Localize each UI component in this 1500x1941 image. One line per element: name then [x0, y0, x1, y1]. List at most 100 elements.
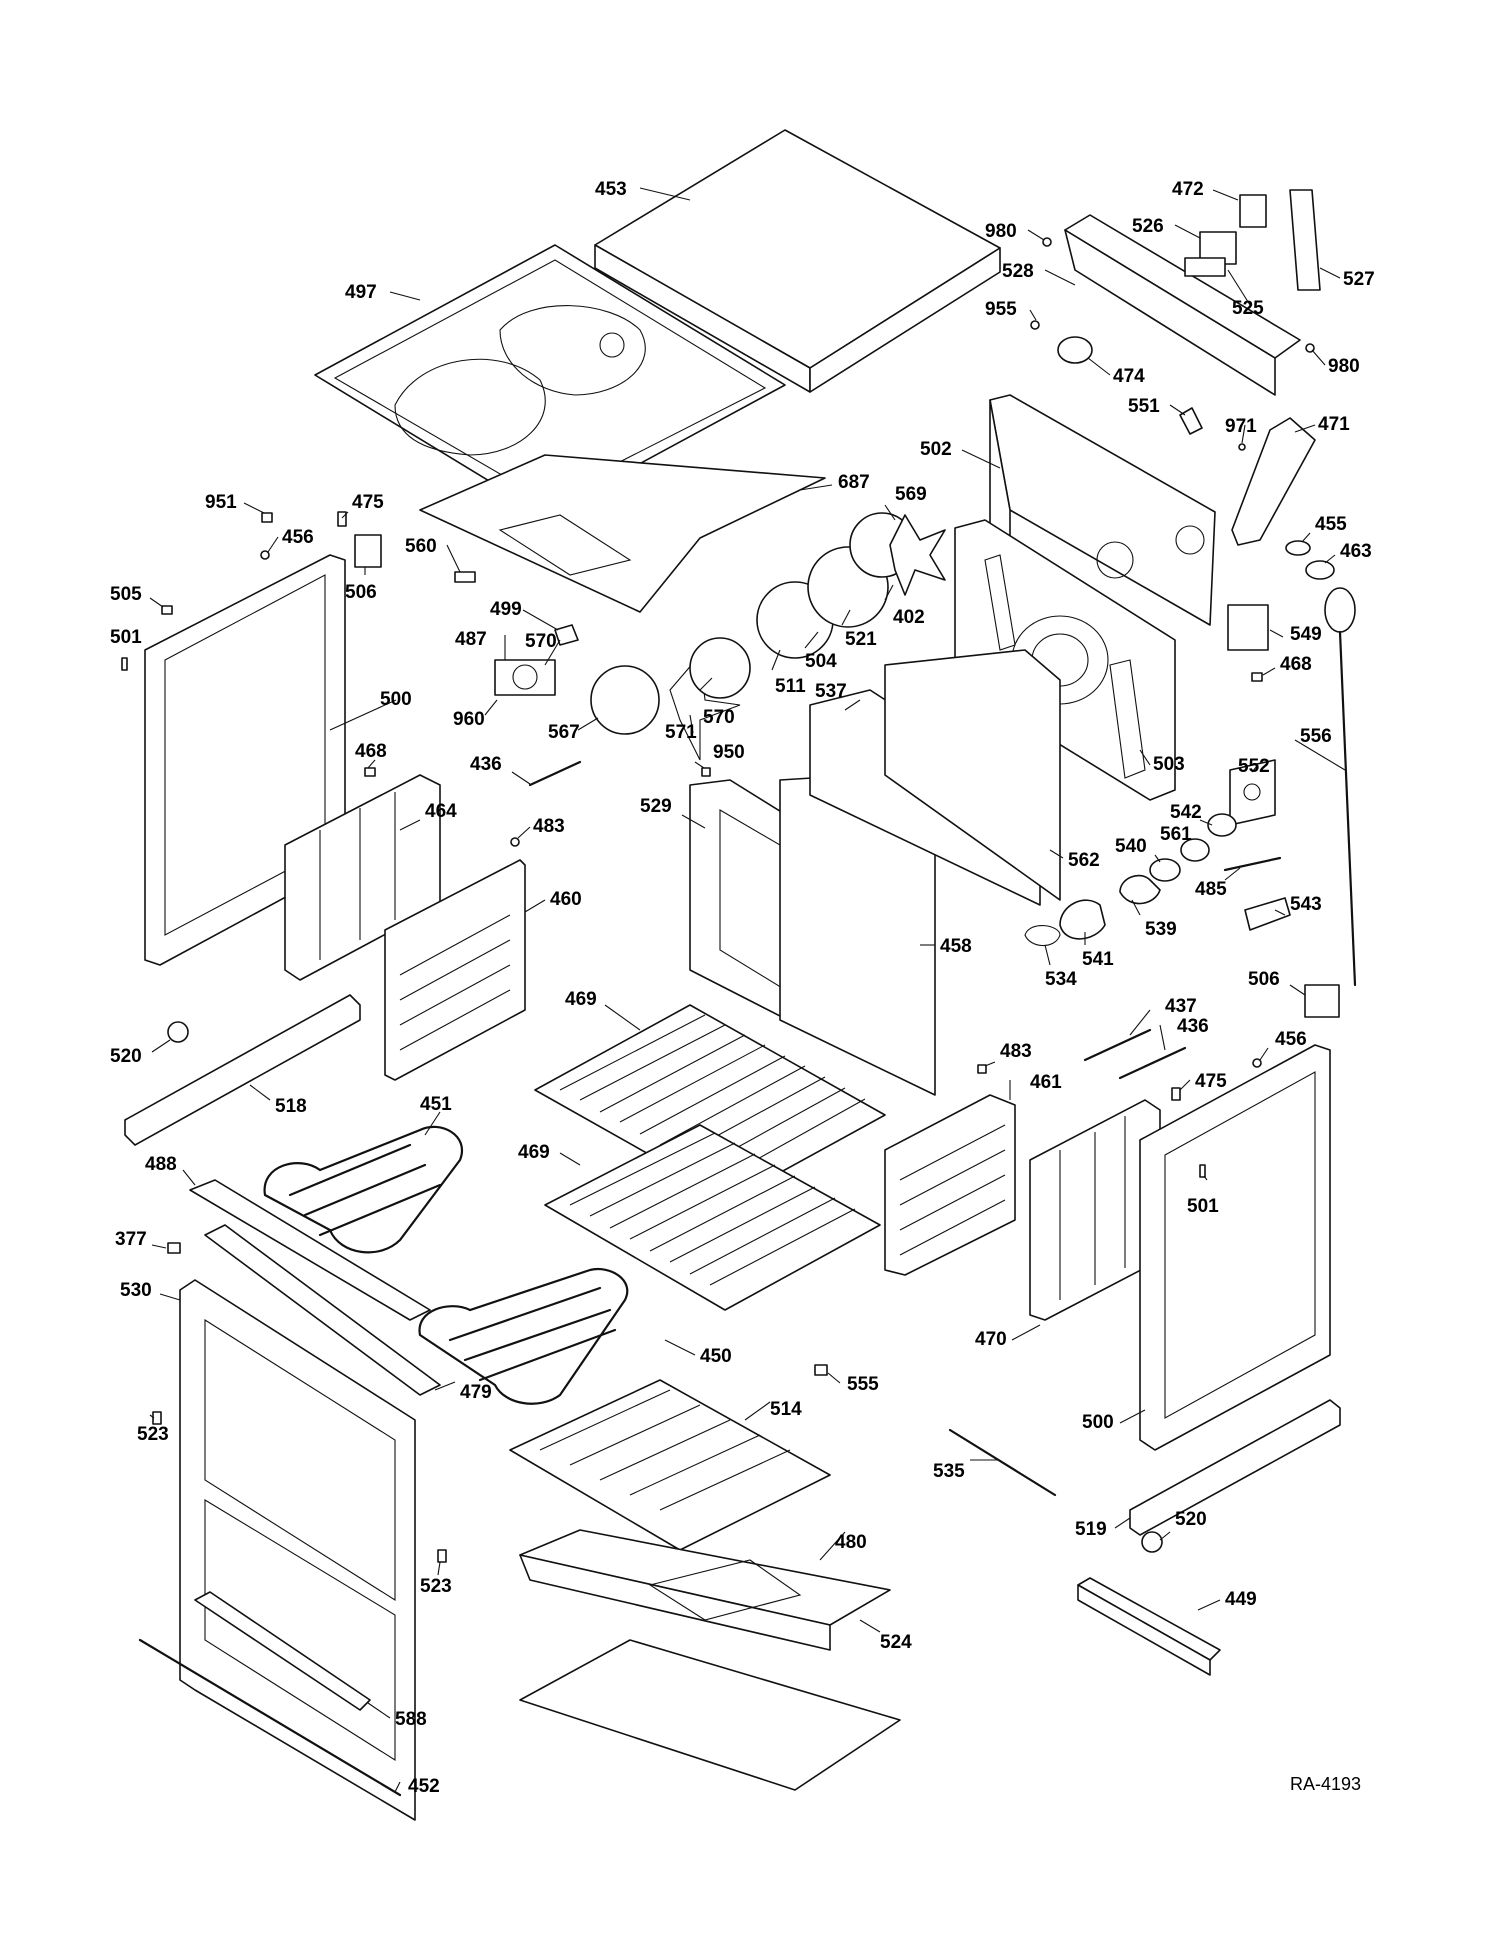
callout-955: 955 — [985, 299, 1017, 320]
leveler-520-left — [167, 1021, 189, 1043]
callout-535: 535 — [933, 1461, 965, 1482]
callout-570-a: 570 — [525, 631, 557, 652]
callout-437: 437 — [1165, 996, 1197, 1017]
callout-687: 687 — [838, 472, 870, 493]
diagram-code: RA-4193 — [1290, 1774, 1361, 1794]
clip-523-left — [152, 1411, 162, 1425]
callout-521: 521 — [845, 629, 877, 650]
callout-506-right: 506 — [1248, 969, 1280, 990]
bottom-panel-524 — [519, 1639, 901, 1791]
callout-402: 402 — [893, 607, 925, 628]
cooktop-frame — [314, 244, 786, 516]
relay-549 — [1227, 604, 1269, 651]
callout-483-left: 483 — [533, 816, 565, 837]
rail-488 — [189, 1179, 431, 1321]
clip-555 — [814, 1364, 828, 1376]
callout-488: 488 — [145, 1154, 177, 1175]
lamp-cover-541 — [1059, 899, 1106, 940]
callout-567: 567 — [548, 722, 580, 743]
top-cover — [594, 129, 1001, 393]
callout-562: 562 — [1068, 850, 1100, 871]
callout-980-a: 980 — [985, 221, 1017, 242]
callout-971: 971 — [1225, 416, 1257, 437]
screw-955 — [1030, 320, 1040, 330]
callout-470: 470 — [975, 1329, 1007, 1350]
callout-449: 449 — [1225, 1589, 1257, 1610]
socket-542 — [1207, 813, 1237, 837]
callout-556: 556 — [1300, 726, 1332, 747]
callout-469-lower: 469 — [518, 1142, 550, 1163]
toe-kick-449 — [1077, 1577, 1221, 1676]
callout-453: 453 — [595, 179, 627, 200]
callout-460: 460 — [550, 889, 582, 910]
callout-451: 451 — [420, 1094, 452, 1115]
callout-569: 569 — [895, 484, 927, 505]
convection-fan-assembly — [590, 512, 946, 761]
bulb-539 — [1119, 874, 1161, 905]
callout-475-left: 475 — [352, 492, 384, 513]
callout-561: 561 — [1160, 824, 1192, 845]
broil-pan-514 — [509, 1379, 831, 1551]
block-506-right — [1304, 984, 1340, 1018]
callouts: 453 497 980 472 526 528 525 527 955 474 … — [110, 179, 1375, 1797]
grommet-474 — [1057, 336, 1093, 364]
bake-element-450 — [418, 1267, 629, 1405]
block-506-left — [354, 534, 382, 568]
callout-534: 534 — [1045, 969, 1077, 990]
rear-control-bracket — [1064, 214, 1301, 396]
callout-540: 540 — [1115, 836, 1147, 857]
rod-436-upper — [528, 760, 582, 787]
callout-468-right: 468 — [1280, 654, 1312, 675]
switch-525 — [1184, 257, 1226, 277]
broil-element-451 — [263, 1125, 463, 1254]
callout-469-upper: 469 — [565, 989, 597, 1010]
callout-500-left: 500 — [380, 689, 412, 710]
callout-505: 505 — [110, 584, 142, 605]
left-door-hinge-518 — [124, 994, 361, 1146]
trim-452 — [138, 1638, 402, 1797]
callout-960: 960 — [453, 709, 485, 730]
screw-456-left — [260, 550, 270, 560]
screw-980-a — [1042, 237, 1052, 247]
callout-475-right: 475 — [1195, 1071, 1227, 1092]
part-463 — [1305, 560, 1335, 580]
duct-471 — [1231, 417, 1316, 546]
clip-501-right — [1199, 1164, 1206, 1178]
part-551 — [1179, 407, 1203, 435]
callout-951: 951 — [205, 492, 237, 513]
clip-501-left — [121, 657, 128, 671]
fan-motor-487 — [494, 659, 556, 696]
callout-571: 571 — [665, 722, 697, 743]
callout-520-left: 520 — [110, 1046, 142, 1067]
callout-518: 518 — [275, 1096, 307, 1117]
rod-485 — [1223, 856, 1282, 872]
bracket-543 — [1244, 897, 1291, 931]
callout-543: 543 — [1290, 894, 1322, 915]
callout-474: 474 — [1113, 366, 1145, 387]
clip-475-left — [337, 511, 347, 527]
callout-456-left: 456 — [282, 527, 314, 548]
callout-527: 527 — [1343, 269, 1375, 290]
clip-475-right — [1171, 1087, 1181, 1101]
part-455 — [1285, 540, 1311, 556]
callout-471: 471 — [1318, 414, 1350, 435]
callout-458: 458 — [940, 936, 972, 957]
callout-455: 455 — [1315, 514, 1347, 535]
callout-377: 377 — [115, 1229, 147, 1250]
callout-528: 528 — [1002, 261, 1034, 282]
front-frame-530 — [179, 1279, 416, 1821]
callout-502: 502 — [920, 439, 952, 460]
callout-526: 526 — [1132, 216, 1164, 237]
right-door-hinge-519 — [1129, 1399, 1341, 1536]
callout-555: 555 — [847, 1374, 879, 1395]
callout-485: 485 — [1195, 879, 1227, 900]
clip-377 — [167, 1242, 181, 1254]
callout-523-left: 523 — [137, 1424, 169, 1445]
lamp-socket-540 — [1149, 858, 1181, 882]
callout-461: 461 — [1030, 1072, 1062, 1093]
callout-487: 487 — [455, 629, 487, 650]
callout-560: 560 — [405, 536, 437, 557]
bracket-527 — [1289, 189, 1321, 291]
drawer-480 — [519, 1529, 891, 1651]
callout-537: 537 — [815, 681, 847, 702]
